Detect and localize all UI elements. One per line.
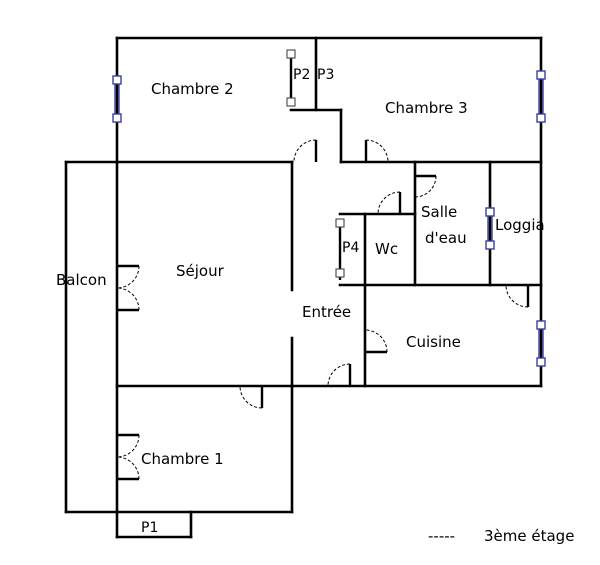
label-chambre-1: Chambre 1 [141, 450, 224, 468]
label-chambre-2: Chambre 2 [151, 80, 234, 98]
windows [112, 70, 546, 367]
label-p2: P2 [293, 67, 310, 83]
closet-labels: P1 P2 P3 P4 [141, 67, 359, 536]
exterior-walls [64, 36, 543, 539]
label-entree: Entrée [302, 303, 351, 321]
label-p4: P4 [342, 240, 359, 256]
label-chambre-3: Chambre 3 [385, 99, 468, 117]
label-sejour: Séjour [176, 262, 225, 280]
label-balcon: Balcon [56, 271, 107, 289]
label-wc: Wc [375, 240, 398, 258]
legend: ----- 3ème étage [428, 527, 574, 545]
room-labels: Chambre 2 Chambre 3 Séjour Balcon Entrée… [56, 80, 545, 468]
label-salle-line1: Salle [421, 203, 457, 221]
interior-walls [115, 36, 543, 388]
label-loggia: Loggia [495, 216, 545, 234]
label-p1: P1 [141, 520, 158, 536]
closet-doors [286, 49, 345, 280]
label-p3: P3 [317, 67, 334, 83]
legend-text: 3ème étage [484, 527, 574, 545]
label-salle-line2: d'eau [425, 229, 467, 247]
legend-dash: ----- [428, 527, 455, 545]
doors [116, 139, 530, 481]
label-cuisine: Cuisine [406, 333, 461, 351]
